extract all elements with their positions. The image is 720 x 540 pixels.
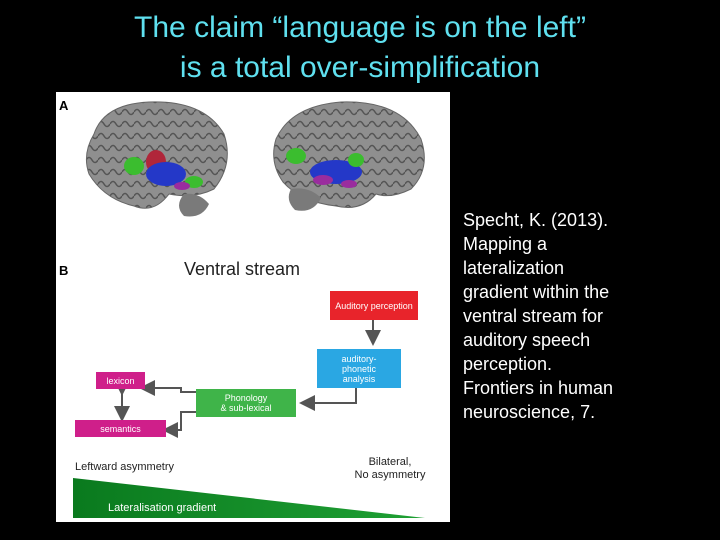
- citation-text: Specht, K. (2013). Mapping a lateralizat…: [463, 208, 703, 424]
- bilateral-line-2: No asymmetry: [354, 469, 426, 481]
- citation-line: auditory speech: [463, 330, 591, 350]
- right-hemisphere-brain-image: [273, 101, 425, 211]
- panel-a-label: A: [59, 98, 69, 113]
- citation-line: Specht, K. (2013).: [463, 210, 609, 230]
- phonology-box: Phonology & sub-lexical: [196, 389, 296, 417]
- auditory-phonetic-line-3: analysis: [342, 373, 376, 384]
- arrow-phonology-to-semantics: [162, 411, 196, 438]
- lateralisation-gradient-wedge: [73, 478, 425, 518]
- arrow-phonology-to-lexicon: [139, 380, 196, 396]
- citation-line: Mapping a: [463, 234, 548, 254]
- phonology-line-2: & sub-lexical: [220, 403, 272, 413]
- phonology-line-1: Phonology: [224, 393, 268, 403]
- citation-line: gradient within the: [463, 282, 610, 302]
- lateralisation-gradient-label: Lateralisation gradient: [108, 502, 217, 514]
- auditory-phonetic-line-2: phonetic: [341, 363, 377, 374]
- semantics-box: semantics: [75, 420, 166, 437]
- citation-line: Frontiers in human: [463, 378, 614, 398]
- bilateral-label: Bilateral, No asymmetry: [350, 456, 430, 482]
- title-line-1: The claim “language is on the left”: [134, 11, 586, 44]
- leftward-asymmetry-label: Leftward asymmetry: [75, 461, 175, 473]
- slide-title: The claim “language is on the left” is a…: [0, 8, 720, 88]
- auditory-phonetic-line-1: auditory-: [341, 353, 377, 364]
- citation-line: perception.: [463, 354, 553, 374]
- auditory-phonetic-box: auditory- phonetic analysis: [317, 349, 401, 388]
- citation-line: neuroscience, 7.: [463, 402, 596, 422]
- title-line-2: is a total over-simplification: [179, 51, 541, 84]
- left-hemisphere-brain-image: [85, 101, 228, 217]
- bilateral-line-1: Bilateral,: [368, 456, 412, 468]
- panel-b-label: B: [59, 263, 69, 278]
- citation-line: ventral stream for: [463, 306, 604, 326]
- figure-panel: A B Ventral stream: [56, 92, 450, 522]
- citation-line: lateralization: [463, 258, 565, 278]
- ventral-stream-title: Ventral stream: [184, 259, 301, 279]
- auditory-perception-box: Auditory perception: [330, 291, 418, 320]
- lexicon-box: lexicon: [96, 372, 145, 389]
